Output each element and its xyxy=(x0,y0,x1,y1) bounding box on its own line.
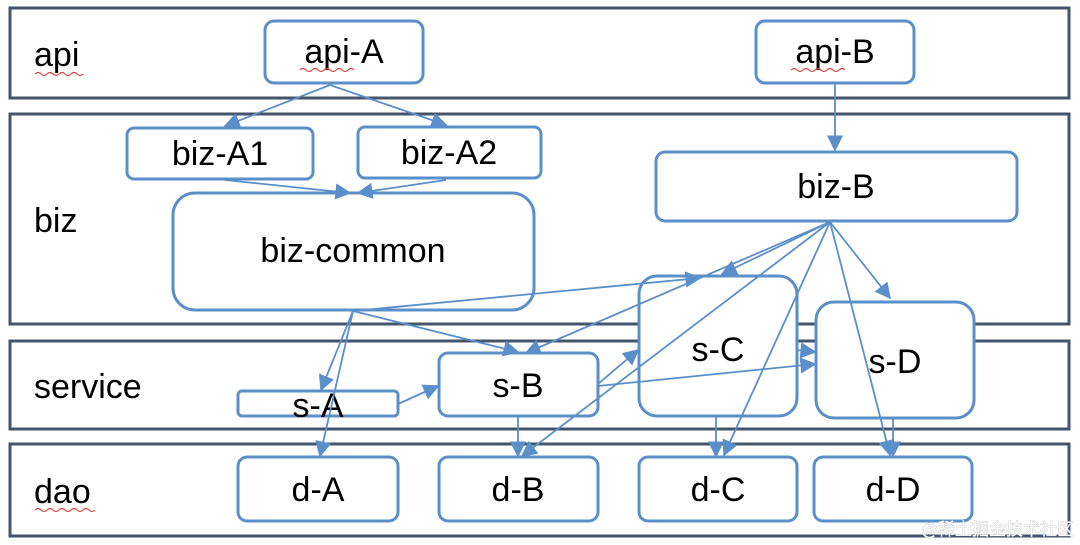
node-d-b: d-B xyxy=(437,455,600,523)
edge-biz-b-to-d-d xyxy=(829,221,895,457)
edge-s-b-to-s-d xyxy=(597,357,817,387)
node-api-b-label: api-B xyxy=(795,33,874,71)
node-biz-common: biz-common xyxy=(171,191,536,312)
node-s-a-label: s-A xyxy=(293,387,344,425)
node-d-a: d-A xyxy=(236,455,400,523)
node-s-c-label: s-C xyxy=(692,331,745,369)
edge-biz-a1-to-biz-common xyxy=(224,179,352,200)
node-biz-a1-label: biz-A1 xyxy=(172,135,268,173)
node-d-a-label: d-A xyxy=(292,471,345,509)
layer-label-api: api xyxy=(34,36,79,74)
node-api-a-label: api-A xyxy=(304,33,384,71)
node-biz-common-label: biz-common xyxy=(260,232,445,270)
edge-s-a-to-s-b xyxy=(397,384,440,405)
node-d-d-label: d-D xyxy=(866,471,921,509)
edge-biz-b-to-d-b xyxy=(520,221,831,457)
node-biz-a2: biz-A2 xyxy=(356,125,543,180)
edge-biz-b-to-s-d xyxy=(829,221,892,300)
layer-label-dao: dao xyxy=(34,473,91,511)
node-s-d: s-D xyxy=(814,300,976,420)
edge-biz-common-to-s-b xyxy=(352,310,520,357)
node-s-b: s-B xyxy=(437,351,600,418)
edge-biz-common-to-s-a xyxy=(318,310,354,392)
layer-label-service: service xyxy=(34,368,142,406)
node-biz-a2-label: biz-A2 xyxy=(401,134,497,172)
node-d-c: d-C xyxy=(637,455,799,523)
edge-api-a-to-biz-a2 xyxy=(329,84,448,128)
edge-biz-common-to-d-a xyxy=(315,310,354,458)
edges xyxy=(223,84,902,458)
node-biz-b: biz-B xyxy=(654,150,1019,223)
edge-s-c-to-s-d xyxy=(796,342,817,359)
edge-biz-common-to-s-c xyxy=(352,271,702,312)
edge-s-b-to-s-c xyxy=(597,348,640,385)
edge-biz-b-to-d-c xyxy=(722,221,831,457)
node-api-a: api-A xyxy=(263,19,425,85)
node-d-b-label: d-B xyxy=(492,471,545,509)
nodes: api-A api-B biz-A1 biz-A2 biz-B biz-comm… xyxy=(125,19,1019,523)
node-s-b-label: s-B xyxy=(493,367,544,405)
node-s-d-label: s-D xyxy=(869,343,922,381)
node-s-a: s-A xyxy=(236,387,400,425)
node-biz-a1: biz-A1 xyxy=(125,126,315,181)
node-biz-b-label: biz-B xyxy=(797,168,874,206)
edge-biz-a2-to-biz-common xyxy=(356,179,447,199)
node-d-c-label: d-C xyxy=(691,471,746,509)
edge-biz-b-to-s-b xyxy=(524,221,831,355)
node-d-d: d-D xyxy=(812,455,974,523)
node-api-b: api-B xyxy=(754,19,916,85)
edge-api-a-to-biz-a1 xyxy=(223,84,331,129)
watermark-text: @稀土掘金技术社区 xyxy=(921,520,1074,540)
layer-label-biz: biz xyxy=(34,202,77,240)
